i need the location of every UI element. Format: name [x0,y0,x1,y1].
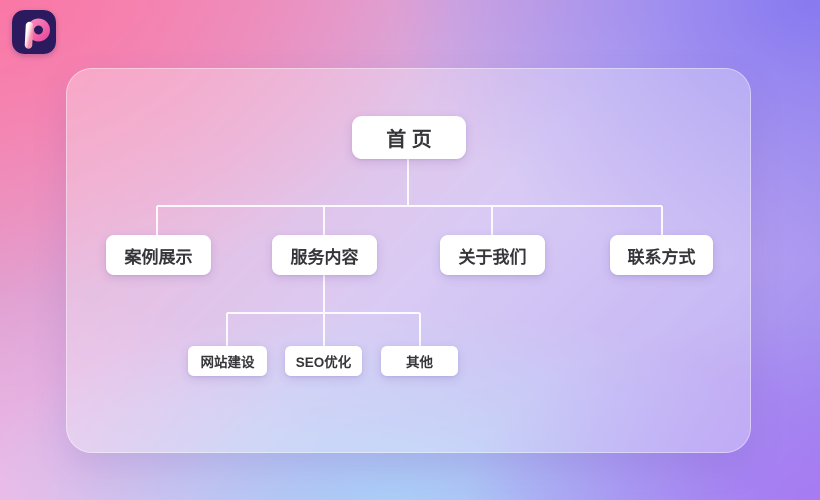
node-seo-optimization: SEO优化 [285,346,362,376]
node-home: 首 页 [352,116,466,159]
node-contact-info: 联系方式 [610,235,713,275]
p-logo-icon [12,10,56,54]
node-about-us: 关于我们 [440,235,545,275]
node-website-building: 网站建设 [188,346,267,376]
node-case-showcase: 案例展示 [106,235,211,275]
node-other: 其他 [381,346,458,376]
node-service-content: 服务内容 [272,235,377,275]
